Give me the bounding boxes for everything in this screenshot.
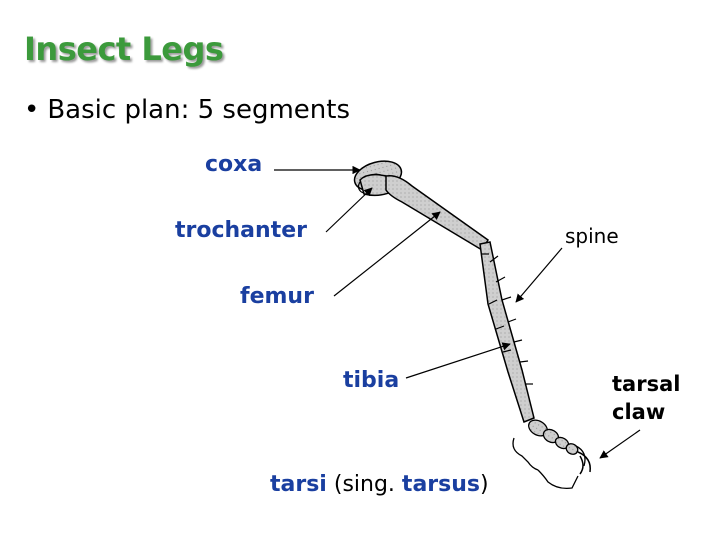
tarsi-word: tarsi xyxy=(270,472,327,497)
spine-pointer xyxy=(515,247,563,303)
bullet-icon: • xyxy=(24,95,40,125)
label-trochanter: trochanter xyxy=(175,218,307,243)
label-tarsal-line2: claw xyxy=(612,400,666,424)
tarsi-segments xyxy=(528,419,586,467)
tarsal-claw xyxy=(577,451,591,475)
tibia-segment xyxy=(479,241,535,423)
label-spine: spine xyxy=(565,224,619,248)
tarsus-word: tarsus xyxy=(401,472,480,497)
femur-pointer xyxy=(333,211,441,297)
label-coxa: coxa xyxy=(205,152,263,177)
tibia-spines xyxy=(481,253,533,385)
tibia-pointer xyxy=(405,342,511,379)
trochanter-pointer xyxy=(325,187,373,233)
tarsi-paren-open: (sing. xyxy=(333,472,402,497)
tarsal-claw-pointer xyxy=(599,429,641,459)
label-tarsal-line1: tarsal xyxy=(612,372,681,396)
slide-title: Insect Legs xyxy=(24,30,224,68)
label-femur: femur xyxy=(240,284,314,309)
bullet-point: •Basic plan: 5 segments xyxy=(24,95,350,125)
label-tibia: tibia xyxy=(343,368,400,393)
bullet-text: Basic plan: 5 segments xyxy=(47,95,350,125)
tarsi-paren-close: ) xyxy=(480,472,489,497)
label-tarsi: tarsi (sing. tarsus) xyxy=(270,472,489,497)
femur-segment xyxy=(385,174,490,252)
tarsi-bracket xyxy=(512,437,579,490)
